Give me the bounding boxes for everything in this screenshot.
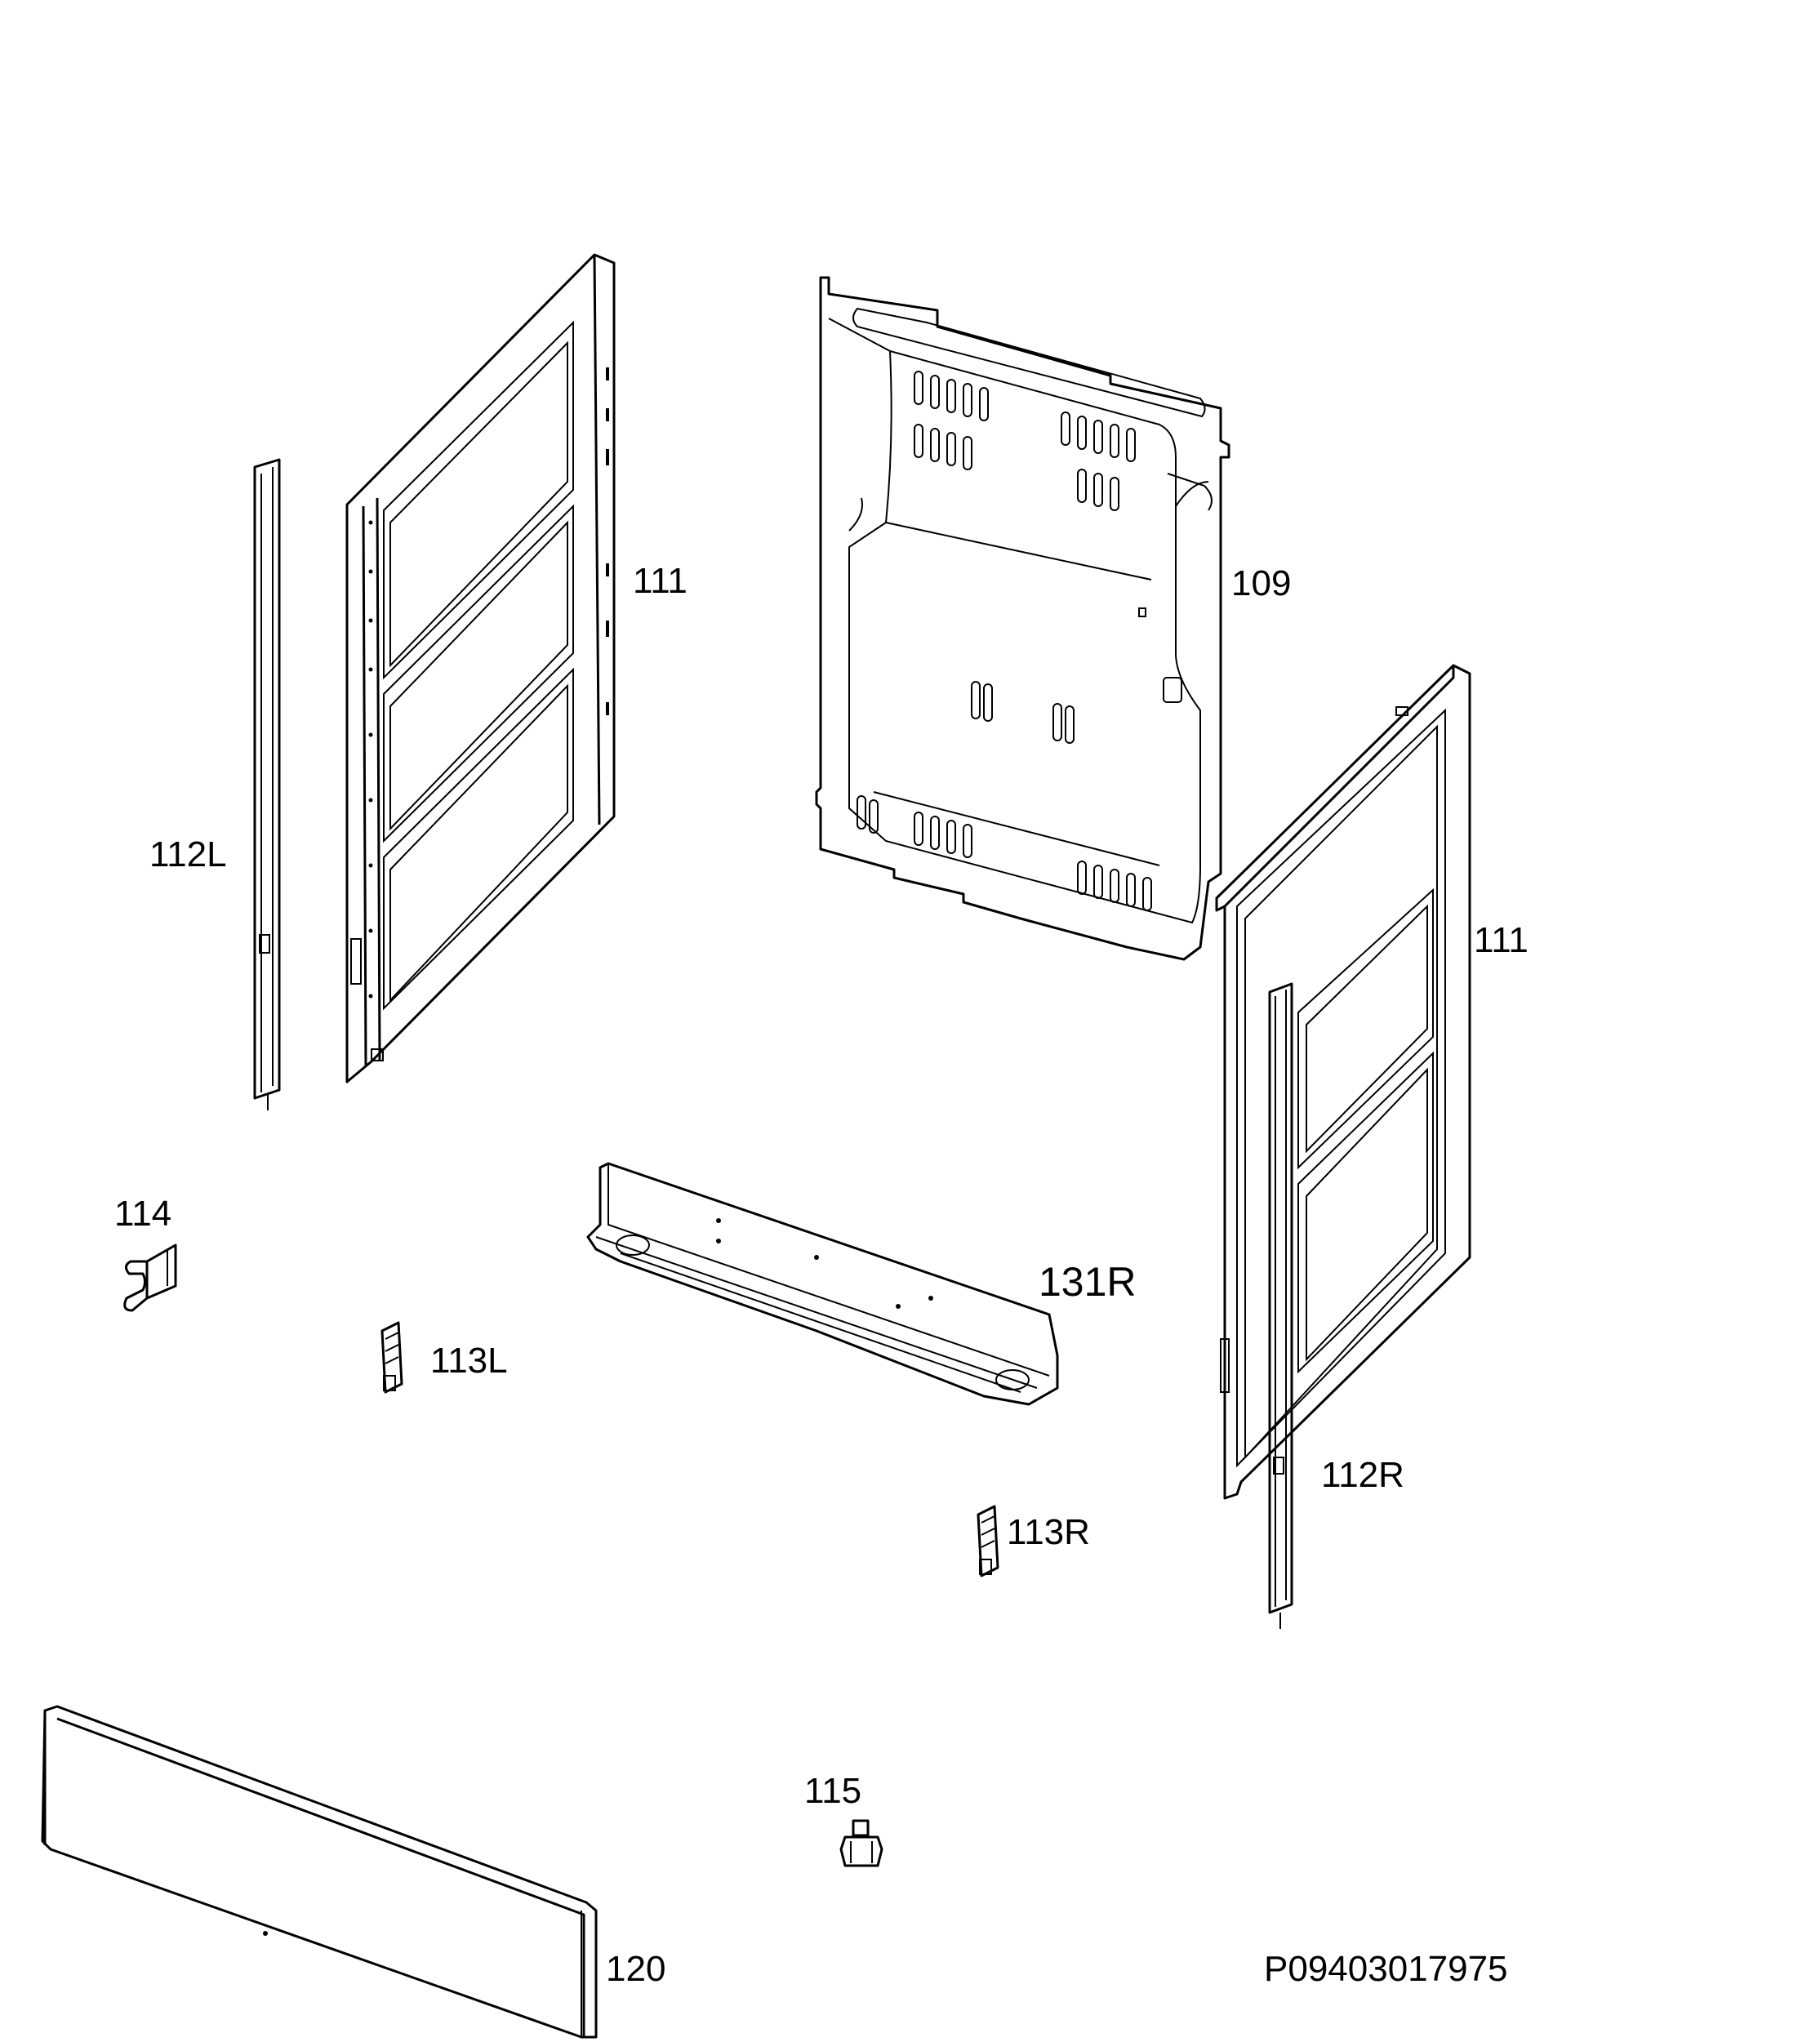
part-111-right-side-panel: [1215, 664, 1471, 1500]
callout-131R: 131R: [1039, 1259, 1137, 1305]
callout-114: 114: [114, 1194, 172, 1234]
part-109-back-panel: [815, 276, 1230, 961]
callout-111-right: 111: [1474, 920, 1529, 960]
callout-113R: 113R: [1007, 1512, 1090, 1552]
diagram-reference-code: P09403017975: [1264, 1949, 1508, 1989]
callout-115: 115: [804, 1771, 862, 1811]
part-112R-strip: [1268, 982, 1293, 1629]
callout-113L: 113L: [430, 1341, 508, 1381]
callout-112R: 112R: [1321, 1455, 1404, 1495]
part-112L-strip: [253, 458, 281, 1110]
part-115-foot: [839, 1819, 883, 1867]
callout-120: 120: [606, 1949, 666, 1989]
part-113R-latch: [977, 1505, 999, 1577]
callout-112L: 112L: [149, 834, 227, 874]
part-131R-rail: [586, 1162, 1059, 1406]
part-113L-latch: [380, 1321, 403, 1394]
part-111-left-side-panel: [345, 253, 616, 1083]
part-114-bracket: [123, 1243, 177, 1312]
callout-111-left: 111: [633, 561, 688, 601]
callout-109: 109: [1231, 563, 1292, 603]
part-120-kick-panel: [41, 1705, 598, 2039]
